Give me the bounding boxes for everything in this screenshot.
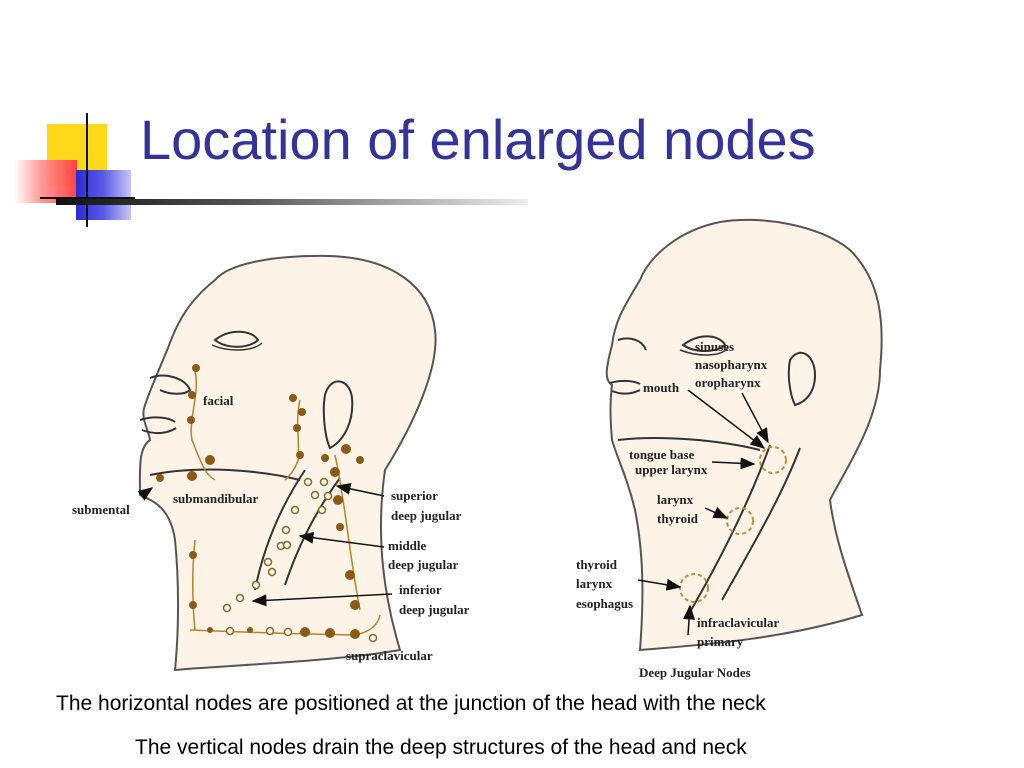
label-primary: primary — [697, 634, 744, 649]
label-infraclavicular: infraclavicular — [697, 615, 780, 630]
label-superior: superior — [391, 488, 438, 503]
hollow-nodes — [222, 477, 378, 643]
label-inferior-deep-jugular: deep jugular — [399, 602, 470, 617]
label-oropharynx: oropharynx — [695, 375, 761, 390]
label-thyroid: thyroid — [657, 511, 699, 526]
label-upper-larynx: upper larynx — [635, 462, 708, 477]
label-deep-jugular-nodes: Deep Jugular Nodes — [639, 665, 751, 680]
label-submandibular: submandibular — [173, 491, 258, 506]
left-head-outline — [138, 254, 437, 672]
caption-vertical-nodes: The vertical nodes drain the deep struct… — [135, 736, 747, 759]
decor-horizontal-line — [40, 197, 135, 199]
caption-horizontal-nodes: The horizontal nodes are positioned at t… — [56, 692, 766, 715]
label-nasopharynx: nasopharynx — [695, 357, 768, 372]
label-larynx-2: larynx — [576, 576, 613, 591]
label-larynx: larynx — [657, 492, 694, 507]
label-supraclavicular: supraclavicular — [346, 648, 433, 663]
label-facial: facial — [203, 393, 234, 408]
label-thyroid-2: thyroid — [576, 557, 618, 572]
node-ring-middle — [726, 507, 754, 535]
label-middle: middle — [388, 538, 427, 553]
label-submental: submental — [72, 502, 130, 517]
label-superior-deep-jugular: deep jugular — [391, 508, 462, 523]
title-underline — [56, 199, 528, 205]
node-ring-upper — [759, 446, 787, 474]
label-mouth: mouth — [643, 380, 680, 395]
label-middle-deep-jugular: deep jugular — [388, 557, 459, 572]
left-head-figure — [137, 254, 437, 672]
solid-nodes — [156, 364, 364, 639]
right-head-figure — [605, 218, 883, 652]
label-sinuses: sinuses — [695, 339, 734, 354]
decor-red-square — [14, 160, 77, 203]
right-head-outline — [605, 218, 883, 652]
label-inferior: inferior — [399, 582, 442, 597]
label-tongue-base: tongue base — [629, 447, 695, 462]
slide-title: Location of enlarged nodes — [140, 108, 816, 171]
label-esophagus: esophagus — [576, 596, 633, 611]
decor-vertical-line — [86, 113, 88, 227]
decor-blue-square — [76, 170, 131, 220]
